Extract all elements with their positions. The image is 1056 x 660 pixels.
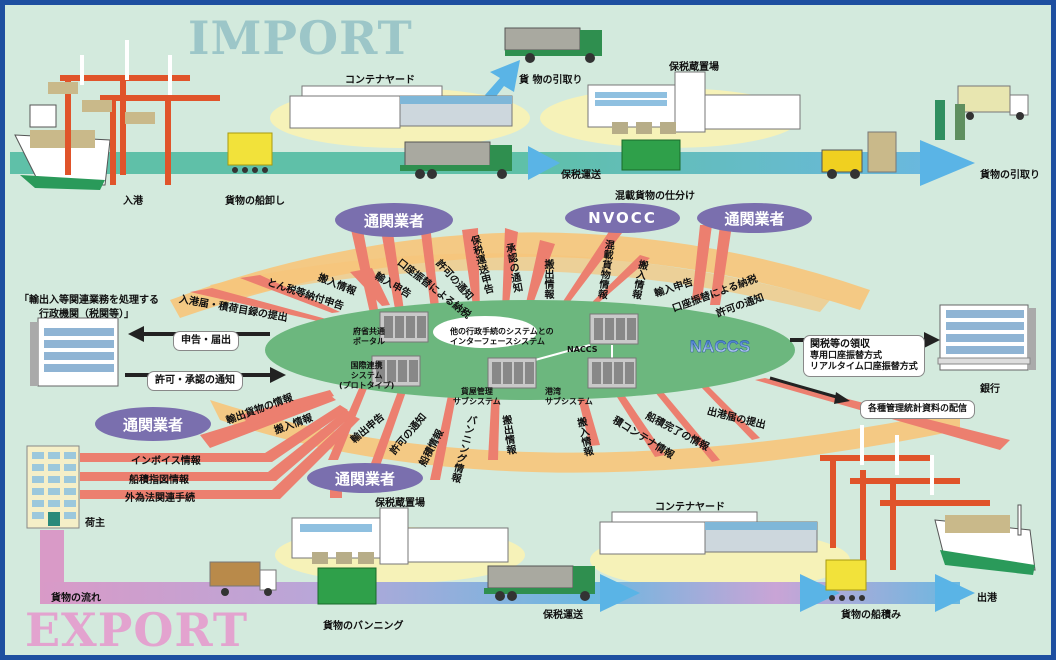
actor-broker-left: 通関業者 (95, 407, 211, 441)
label-export-bonded-warehouse: 保税蔵置場 (375, 498, 425, 509)
export-bonded-warehouse-building (291, 507, 509, 565)
declare-label: 申告・届出 (173, 331, 239, 351)
sorting-container (612, 122, 681, 171)
export-container-yard-building (599, 511, 818, 555)
duty-collection-box: 関税等の領収 専用口座振替方式 リアルタイム口座振替方式 (803, 335, 925, 377)
export-ship (934, 504, 1036, 575)
export-info-arc (210, 400, 960, 473)
export-cranes (820, 425, 990, 570)
label-port-entry: 入港 (123, 196, 143, 207)
export-title: EXPORT (25, 603, 249, 657)
export-delivery-truck (209, 561, 277, 596)
customs-name-line2: 行政機関（税関等）」 (39, 309, 134, 320)
interface-ellipse (433, 316, 537, 348)
label-import-bonded-transport: 保税運送 (561, 170, 601, 181)
pickup-truck (504, 27, 602, 63)
export-arrow-head-1 (600, 574, 640, 612)
server-label-international: 国際連携 システム (プロトタイプ) (339, 361, 394, 391)
import-ship (14, 104, 111, 190)
intl-line1: 国際連携 (350, 361, 383, 370)
bank-building (937, 304, 1036, 371)
import-arrow-head-1 (528, 146, 560, 180)
naccs-logo-graphic: NACCS (690, 337, 750, 356)
declare-arrow-head (128, 326, 144, 342)
bank-arrow-head (924, 332, 940, 348)
server-label-port: 港湾 サブシステム (545, 387, 593, 407)
customs-name-line1: 「輸出入等関連業務を処理する (19, 295, 159, 306)
server-label-portal: 府省共通 ポータル (353, 327, 385, 347)
import-arrow-head-2 (920, 140, 975, 186)
interface-line2: インターフェースシステム (450, 337, 545, 346)
server-link (534, 344, 591, 361)
stats-arrow-line (769, 376, 841, 400)
vanning-container (312, 552, 377, 605)
export-arrow-head-2 (800, 574, 840, 612)
import-cranes (48, 40, 220, 185)
label-export-container-yard: コンテナヤード (655, 502, 725, 513)
export-straddle-carrier (825, 559, 867, 601)
shipper-info-lines (80, 405, 360, 499)
method-realtime-account: リアルタイム口座振替方式 (810, 361, 918, 372)
stats-arrow-head (834, 392, 850, 404)
label-sorting: 混載貨物の仕分け (615, 191, 695, 202)
label-unloading: 貨物の船卸し (225, 196, 285, 207)
msg-carry-out: 搬出情報 (542, 259, 553, 299)
statistics-distribution: 各種管理統計資料の配信 (860, 400, 976, 419)
intl-line2: システム (350, 371, 383, 380)
import-title: IMPORT (188, 11, 413, 65)
label-departure: 出港 (977, 593, 997, 604)
intl-line3: (プロトタイプ) (339, 381, 395, 390)
actor-nvocc: NVOCC (565, 203, 680, 233)
label-import-container-yard: コンテナヤード (345, 75, 415, 86)
server-label-naccs: NACCS (567, 345, 598, 354)
portal-line1: 府省共通 (353, 327, 385, 336)
import-red-rays (190, 225, 732, 322)
msg-shipping-instruction: 船積指図情報 (129, 475, 189, 486)
msg-forex: 外為法関連手続 (125, 493, 195, 504)
cargo-line2: サブシステム (453, 397, 501, 406)
label-pickup-top: 貨 物の引取り (519, 75, 583, 86)
forklift (821, 131, 897, 179)
port-line1: 港湾 (545, 387, 561, 396)
import-straddle-carrier (227, 132, 273, 173)
label-pickup-right: 貨物の引取り (980, 170, 1040, 181)
server-label-cargo: 貨屋管理 サブシステム (453, 387, 501, 407)
label-import-bonded-warehouse: 保税蔵置場 (669, 62, 719, 73)
export-shipper-flow (40, 530, 64, 582)
interface-line1: 他の行政手続のシステムとの (450, 327, 554, 336)
export-truck (484, 565, 595, 601)
delivery-truck (935, 85, 1029, 140)
export-arrow-head-3 (935, 574, 975, 612)
label-loading: 貨物の船積み (841, 610, 901, 621)
bank-name: 銀行 (980, 384, 1000, 395)
duty-collection-title: 関税等の領収 (810, 339, 870, 350)
import-truck (400, 141, 512, 179)
actor-broker-bottom: 通関業者 (307, 463, 423, 493)
permit-label: 許可・承認の通知 (147, 371, 243, 391)
actor-broker-top-right: 通関業者 (697, 203, 812, 233)
label-shipper: 荷主 (85, 518, 105, 529)
server-label-interface: 他の行政手続のシステムとの インターフェースシステム (450, 327, 554, 347)
import-info-arc (170, 232, 870, 318)
portal-line2: ポータル (353, 337, 385, 346)
port-line2: サブシステム (545, 397, 593, 406)
customs-building (30, 317, 119, 387)
label-cargo-flow: 貨物の流れ (51, 593, 101, 604)
msg-invoice: インボイス情報 (131, 456, 201, 467)
permit-arrow-head (270, 367, 286, 383)
diagram-graphics: NACCS (10, 27, 1036, 612)
shipper-building (26, 445, 80, 529)
method-dedicated-account: 専用口座振替方式 (810, 351, 883, 361)
label-export-bonded-transport: 保税運送 (543, 610, 583, 621)
server-racks (371, 311, 639, 389)
cargo-line1: 貨屋管理 (460, 387, 493, 396)
label-vanning: 貨物のバンニング (323, 621, 404, 632)
actor-broker-top-left: 通関業者 (335, 203, 453, 237)
import-container-yard-building (289, 85, 513, 129)
import-bonded-warehouse-building (587, 71, 801, 133)
